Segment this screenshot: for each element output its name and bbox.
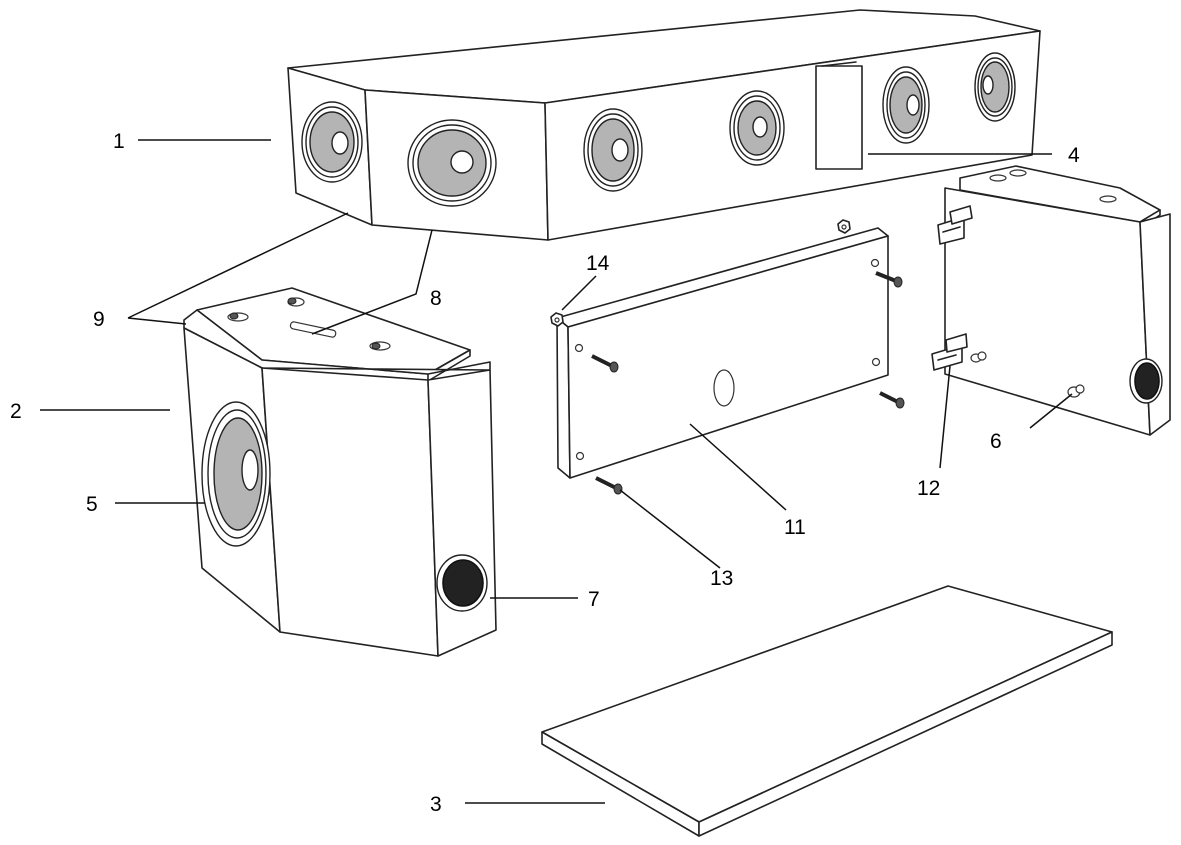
mounting-bracket	[937, 205, 973, 245]
soundbar-driver	[301, 101, 363, 183]
soundbar-driver	[729, 90, 785, 166]
callout-1: 1	[113, 130, 125, 153]
keyhole-slot	[287, 297, 305, 307]
subwoofer-driver	[201, 401, 271, 547]
mounting-screw	[879, 391, 905, 409]
soundbar-body	[287, 9, 1041, 241]
hex-nut	[550, 312, 564, 327]
callout-4: 4	[1068, 144, 1080, 167]
keyhole-slot	[227, 312, 249, 322]
cabinet-back-view	[944, 165, 1171, 436]
callout-labels: 1 2 3 4 5 6 7 8 9 11 12 13 14	[10, 130, 1080, 816]
subwoofer-cabinet	[183, 287, 497, 657]
soundbar-driver	[583, 108, 643, 192]
mounting-screw	[591, 354, 619, 373]
mounting-bracket	[931, 333, 968, 371]
keyhole-slot	[369, 341, 391, 351]
cable-hole	[713, 369, 735, 407]
soundbar-driver	[407, 119, 497, 207]
wall-mounting-plate	[556, 227, 889, 479]
leader-lines	[40, 139, 1073, 804]
bass-port	[436, 554, 488, 612]
callout-13: 13	[710, 567, 733, 590]
soundbar-driver	[974, 52, 1016, 122]
callout-11: 11	[784, 516, 806, 539]
mounting-screw	[595, 476, 623, 495]
callout-7: 7	[588, 588, 600, 611]
alignment-peg	[970, 351, 987, 363]
callout-12: 12	[917, 477, 940, 500]
base-shelf	[541, 585, 1113, 837]
callout-8: 8	[430, 287, 442, 310]
hex-nut	[837, 219, 851, 234]
callout-3: 3	[430, 793, 442, 816]
display-window	[815, 65, 863, 170]
callout-6: 6	[990, 430, 1002, 453]
mounting-screw	[875, 271, 903, 288]
soundbar-driver	[882, 66, 930, 144]
callout-2: 2	[10, 400, 22, 423]
callout-14: 14	[586, 252, 610, 275]
callout-5: 5	[86, 493, 98, 516]
callout-9: 9	[93, 308, 105, 331]
